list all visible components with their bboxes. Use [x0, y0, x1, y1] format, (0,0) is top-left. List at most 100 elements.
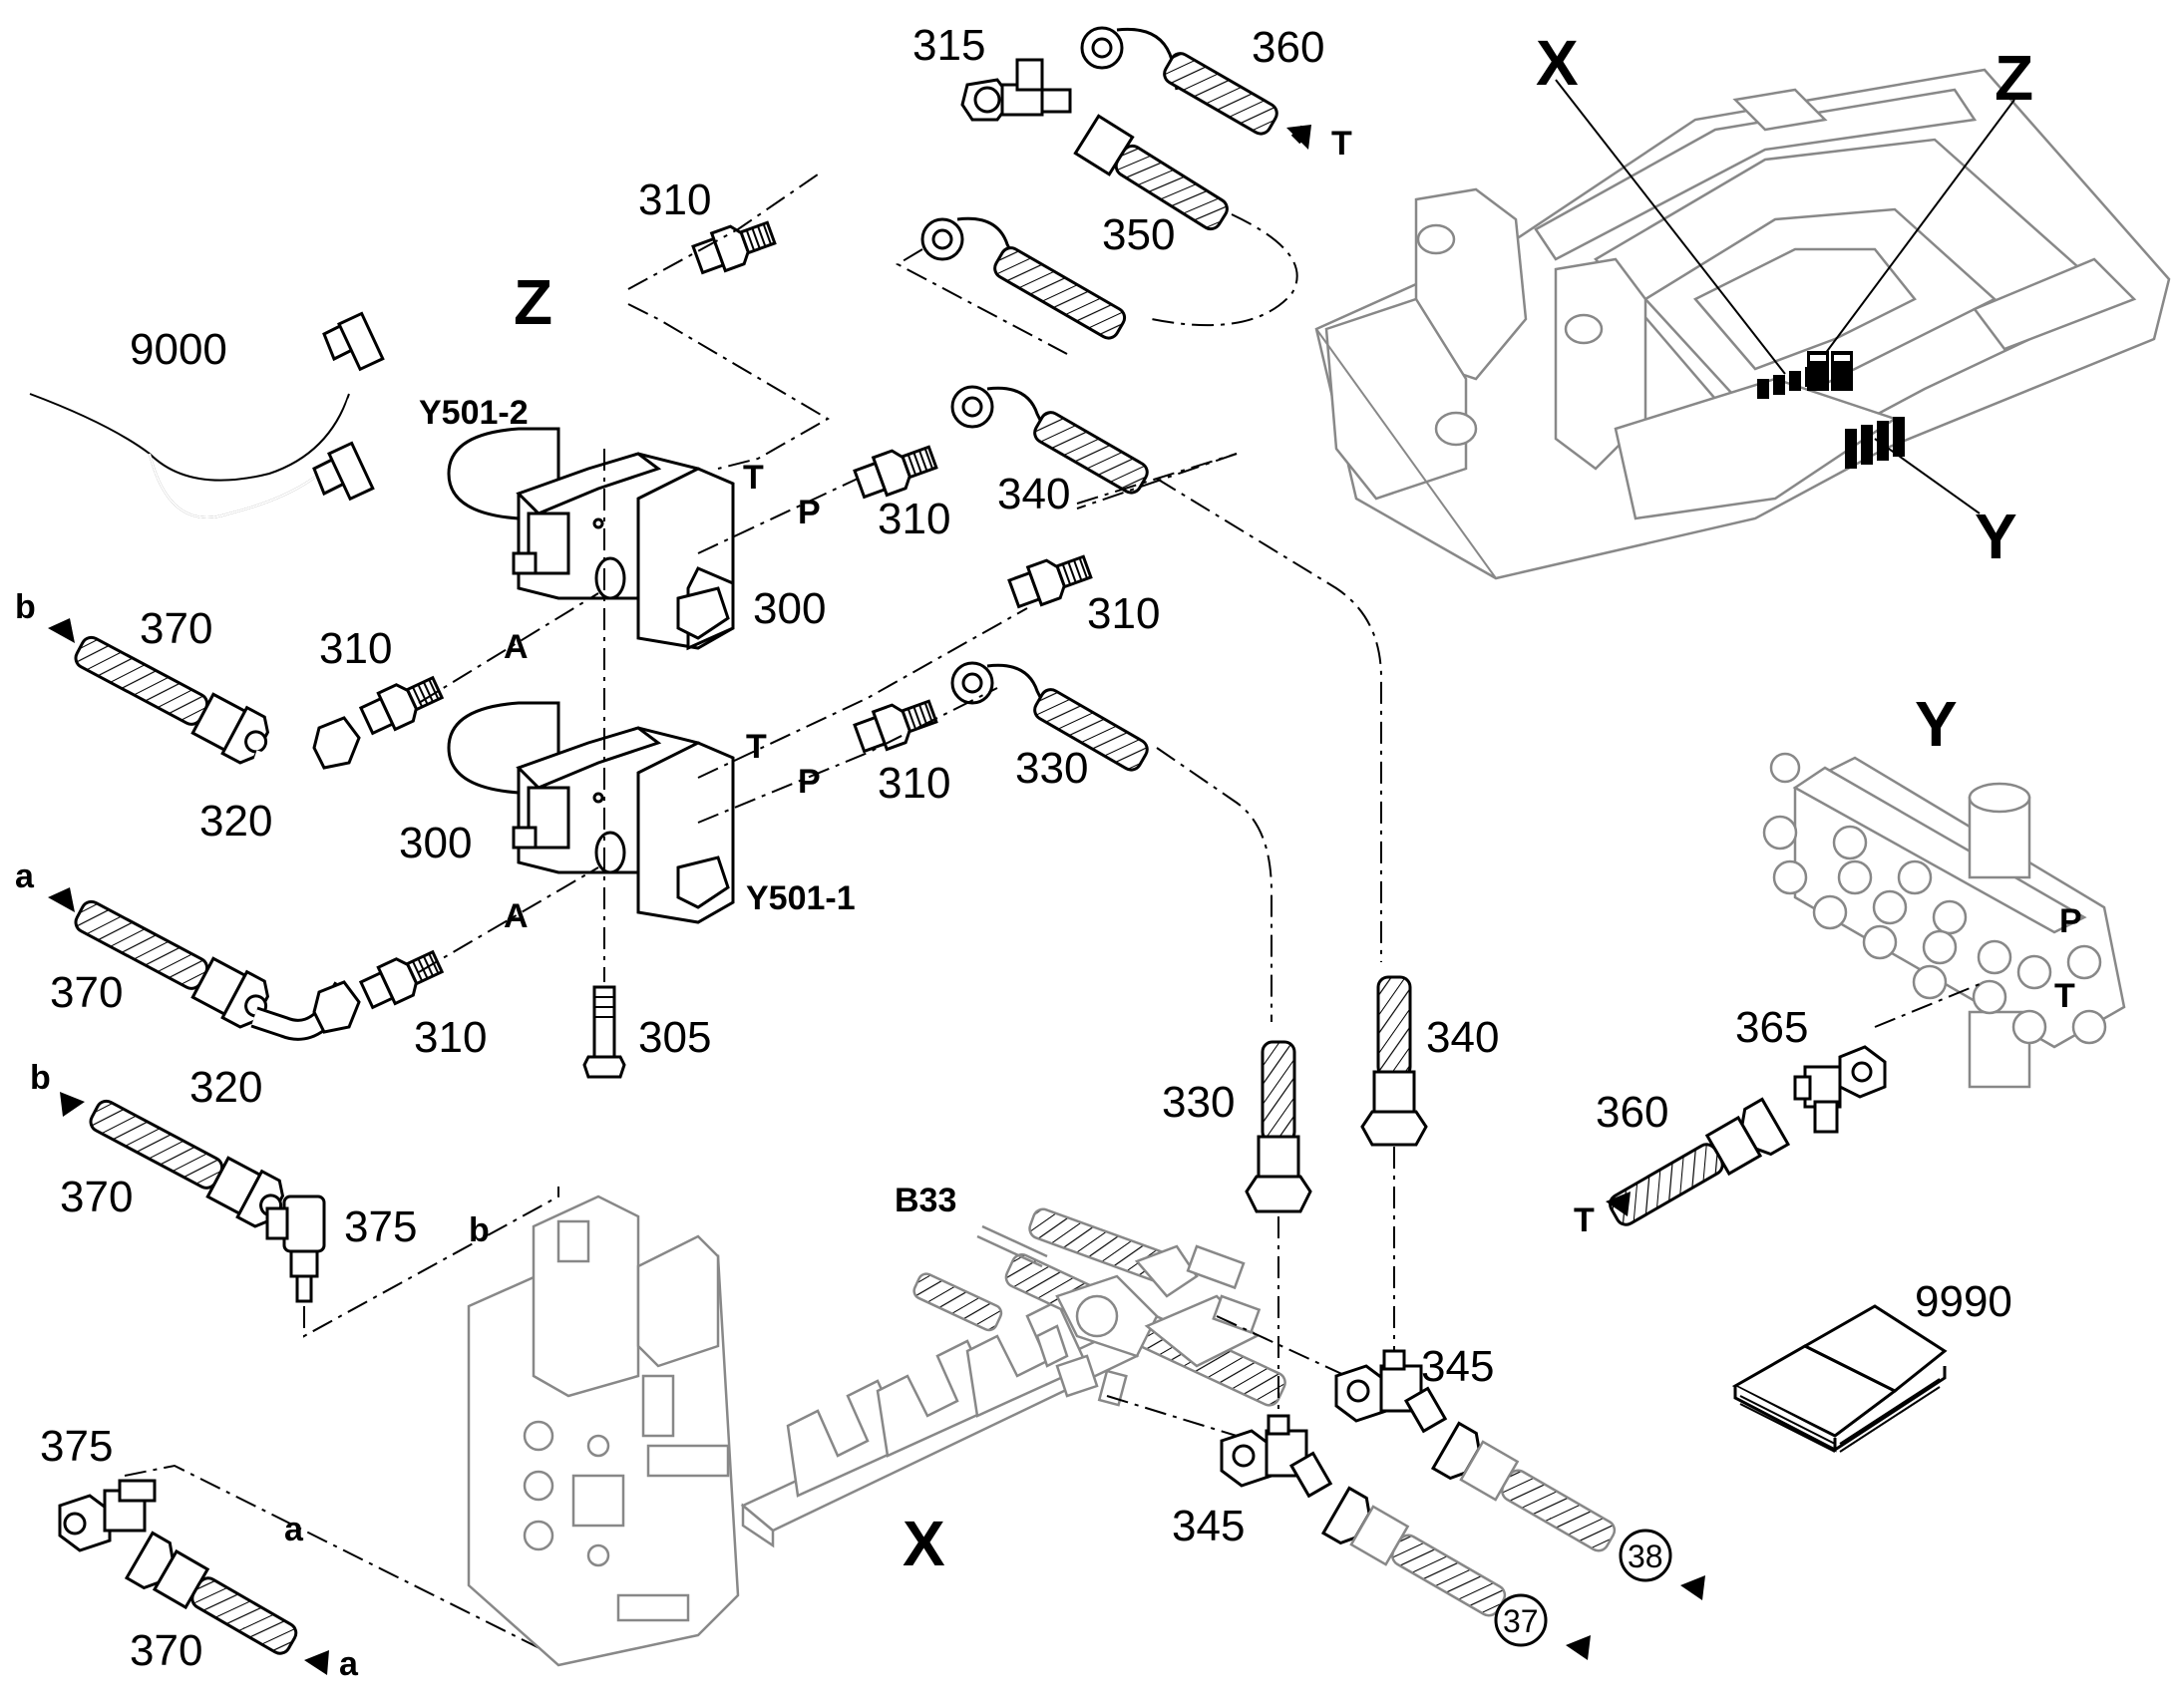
port-b-out: b — [15, 588, 36, 626]
overview-connector-z — [1807, 351, 1853, 391]
fitting-310-f — [356, 942, 448, 1015]
circled-reference-labels: 38 37 — [1503, 1538, 1663, 1639]
check-valve-375-upper — [265, 1195, 326, 1303]
arrow-ref-37 — [1566, 1635, 1591, 1660]
label-330-top: 330 — [1015, 744, 1088, 793]
label-350: 350 — [1102, 210, 1175, 259]
label-310-f: 310 — [414, 1013, 487, 1062]
label-360-top: 360 — [1252, 23, 1324, 72]
label-310-d: 310 — [878, 759, 950, 808]
hose-37 — [1320, 1486, 1507, 1617]
arrow-a-in — [304, 1650, 329, 1675]
label-9000: 9000 — [130, 325, 227, 374]
port-a-out: a — [15, 857, 35, 895]
label-300-bottom: 300 — [399, 819, 472, 867]
port-a-valve: a — [284, 1511, 304, 1548]
label-310-e: 310 — [319, 624, 392, 673]
label-y501-1: Y501-1 — [746, 879, 856, 917]
view-label-z: Z — [514, 266, 552, 338]
port-t-upper: T — [743, 459, 764, 497]
label-b33: B33 — [895, 1182, 956, 1219]
port-p-lower: P — [798, 763, 821, 801]
label-315: 315 — [912, 21, 985, 70]
view-labels: X Y — [903, 688, 1958, 1579]
port-t-out: T — [1331, 125, 1352, 163]
wiring-harness-9000 — [29, 311, 385, 518]
fitting-310-b — [851, 437, 941, 505]
port-t-lower: T — [746, 728, 767, 766]
tee-345-lower — [1220, 1414, 1333, 1499]
elbow-hose-350 — [920, 216, 1127, 340]
straight-hose-upper — [1073, 114, 1229, 231]
arrow-a-out — [48, 887, 75, 912]
port-a-lower: A — [504, 897, 529, 935]
hose-370-a-in — [124, 1531, 298, 1655]
arrow-ref-38 — [1680, 1575, 1705, 1600]
code-labels: Y501-2 Y501-1 B33 — [419, 394, 956, 1219]
label-340-bottom: 340 — [1426, 1013, 1499, 1062]
hose-340-lower — [1360, 975, 1428, 1147]
arrow-b-in — [60, 1092, 85, 1117]
label-330-bottom: 330 — [1162, 1078, 1235, 1127]
label-y501-2: Y501-2 — [419, 394, 529, 432]
label-375-a: 375 — [344, 1202, 417, 1251]
arrow-t-in — [1606, 1192, 1631, 1216]
label-375-b: 375 — [40, 1422, 113, 1471]
circled-ref-38 — [1619, 1529, 1672, 1582]
circled-label-37: 37 — [1503, 1603, 1539, 1639]
arrow-b-out — [48, 618, 75, 643]
overview-callout-x: X — [1536, 27, 1579, 99]
tee-fitting-365 — [1793, 1045, 1887, 1134]
port-t-manifold: T — [2054, 977, 2075, 1015]
port-b-in: b — [30, 1059, 51, 1097]
manifold-y-block — [1762, 752, 2126, 1089]
label-310-a: 310 — [638, 175, 711, 224]
label-310-b: 310 — [878, 495, 950, 543]
port-b-valve: b — [469, 1211, 490, 1249]
circled-ref-37 — [1494, 1593, 1548, 1647]
port-p-manifold: P — [2059, 902, 2082, 940]
label-365: 365 — [1735, 1003, 1808, 1052]
machine-frame-overview: X Z Y — [1314, 27, 2171, 580]
bolt-305 — [582, 985, 626, 1079]
solenoid-valve-y501-2 — [447, 427, 735, 651]
port-labels: T P A T P A T T P T b a b b a a — [15, 125, 2082, 1683]
manifold-x-assembly — [740, 1207, 1286, 1548]
tee-345-upper — [1334, 1349, 1448, 1434]
label-305: 305 — [638, 1013, 711, 1062]
label-300-top: 300 — [753, 584, 826, 633]
operator-manual-9990 — [1731, 1304, 1948, 1453]
label-320-b: 320 — [189, 1063, 262, 1112]
hose-38 — [1430, 1421, 1617, 1552]
elbow-hose-360-top — [1080, 26, 1278, 136]
view-label-x: X — [903, 1508, 945, 1579]
fitting-310-c — [1005, 546, 1096, 614]
label-370-c: 370 — [60, 1173, 133, 1221]
label-345-lower: 345 — [1172, 1502, 1245, 1550]
tee-fitting-315 — [960, 58, 1072, 122]
label-370-a: 370 — [140, 604, 212, 653]
port-t-in: T — [1574, 1201, 1595, 1239]
hose-330-lower — [1245, 1040, 1312, 1213]
label-320-a: 320 — [199, 797, 272, 846]
port-p-upper: P — [798, 494, 821, 531]
solenoid-valve-y501-1 — [447, 701, 735, 924]
elbow-320-b — [250, 980, 361, 1041]
hose-360-lower — [1609, 1097, 1791, 1226]
part-number-labels: 315 360 310 350 9000 310 340 300 310 370… — [40, 21, 2012, 1675]
overview-callout-z: Z — [1995, 42, 2033, 114]
fitting-310-d — [851, 691, 941, 759]
port-a-upper: A — [504, 628, 529, 666]
check-valve-375-lower — [58, 1479, 157, 1552]
control-valve-block — [467, 1195, 740, 1667]
elbow-hose-330-top — [950, 661, 1149, 772]
label-340-top: 340 — [997, 470, 1070, 518]
label-310-c: 310 — [1087, 589, 1160, 638]
fitting-310-e — [356, 668, 448, 741]
circled-label-38: 38 — [1628, 1538, 1663, 1574]
label-370-b: 370 — [50, 968, 123, 1017]
label-345-upper: 345 — [1421, 1342, 1494, 1391]
elbow-320-a — [251, 716, 361, 779]
port-a-in: a — [339, 1645, 359, 1683]
